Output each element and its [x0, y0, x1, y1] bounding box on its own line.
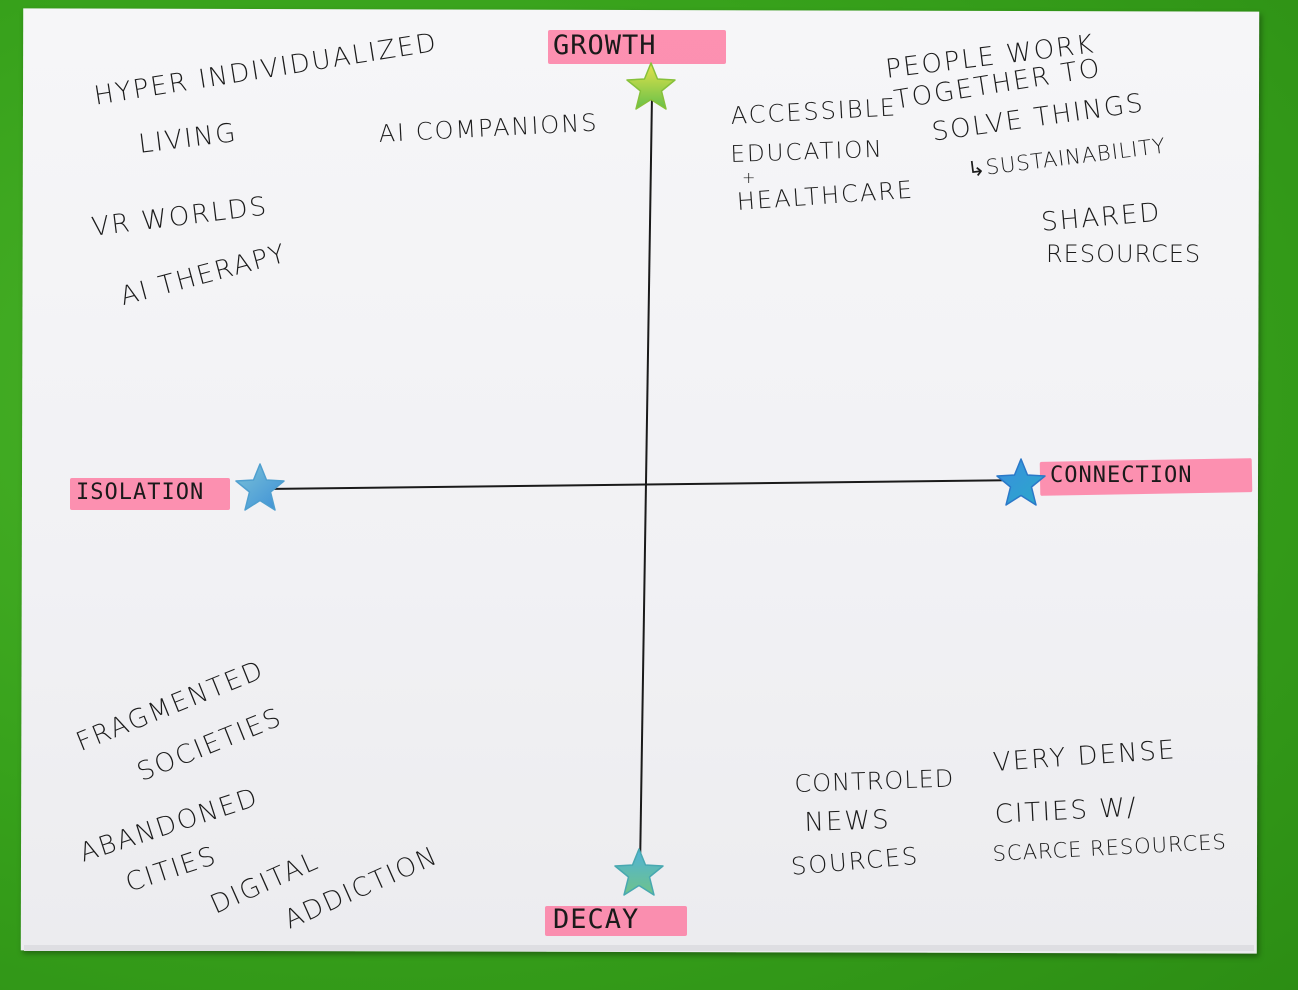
isolation-highlight: [70, 478, 230, 510]
axis-label-isolation: ISOLATION: [76, 480, 205, 505]
note-controled: CONTROLED: [794, 764, 955, 798]
star-icon: [626, 62, 676, 110]
star-icon: [235, 463, 285, 511]
axis-label-growth: GROWTH: [553, 30, 657, 61]
note-plus: +: [742, 168, 758, 187]
note-education: EDUCATION: [730, 136, 885, 168]
note-resources: RESOURCES: [1046, 240, 1202, 268]
axis-label-connection: CONNECTION: [1050, 463, 1193, 488]
decay-highlight: [545, 906, 687, 936]
paper-edge: [24, 945, 1254, 951]
star-icon: [614, 848, 664, 896]
star-icon: [996, 458, 1046, 506]
note-news: NEWS: [804, 804, 892, 838]
growth-highlight: [548, 30, 726, 64]
axis-label-decay: DECAY: [553, 904, 640, 935]
